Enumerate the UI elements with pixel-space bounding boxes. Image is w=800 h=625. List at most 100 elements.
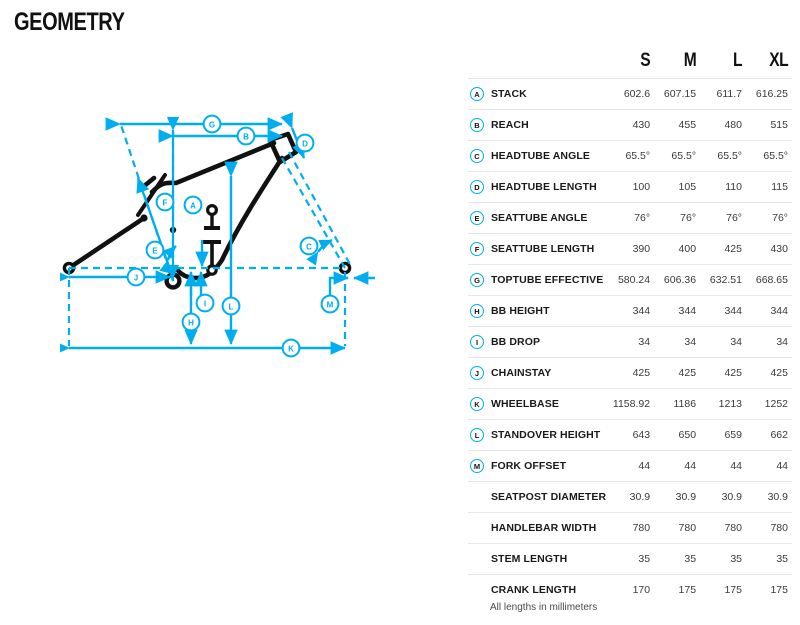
row-value-m: 780 (678, 522, 697, 534)
row-value-s: 602.6 (623, 88, 651, 100)
table-footnote: All lengths in millimeters (490, 602, 598, 613)
suspension-glyphs (203, 203, 221, 276)
seat-pivot (140, 214, 148, 222)
svg-text:A: A (190, 202, 196, 211)
row-label: STEM LENGTH (490, 553, 568, 565)
callout-E: E (145, 240, 165, 260)
callout-J: J (126, 267, 146, 287)
row-label: HANDLEBAR WIDTH (490, 522, 597, 534)
row-badge-cell: B (468, 110, 489, 141)
row-value-l: 65.5° (717, 150, 742, 162)
row-value-s: 425 (632, 367, 651, 379)
row-badge-cell (468, 482, 489, 513)
row-value-l: 175 (724, 584, 742, 596)
column-header-xl: XL (768, 50, 789, 71)
row-label: SEATTUBE ANGLE (490, 212, 588, 224)
row-value-s: 643 (632, 429, 651, 441)
callout-badge-b: B (470, 118, 484, 132)
row-value-xl: 44 (776, 460, 788, 472)
svg-text:G: G (209, 121, 215, 130)
row-value-l: 425 (724, 367, 742, 379)
row-label: TOPTUBE EFFECTIVE (490, 274, 604, 286)
header-badge-spacer (468, 44, 489, 79)
row-value-m: 105 (678, 181, 697, 193)
row-value-l: 44 (730, 460, 742, 472)
row-value-xl: 430 (770, 243, 788, 255)
row-value-l: 110 (725, 181, 742, 193)
row-badge-cell: K (468, 389, 489, 420)
row-value-l: 34 (730, 336, 742, 348)
callout-badge-c: C (470, 149, 484, 163)
row-badge-cell (468, 513, 489, 544)
row-value-m: 607.15 (663, 88, 697, 100)
callout-G: G (202, 114, 222, 134)
row-badge-cell: A (468, 79, 489, 110)
svg-text:L: L (229, 303, 234, 312)
row-value-s: 35 (638, 553, 651, 565)
row-value-xl: 662 (770, 429, 788, 441)
row-value-l: 35 (730, 553, 742, 565)
row-value-s: 780 (632, 522, 651, 534)
row-badge-cell: D (468, 172, 489, 203)
row-label: BB DROP (490, 336, 541, 348)
row-value-s: 34 (638, 336, 651, 348)
row-value-m: 650 (678, 429, 697, 441)
row-value-l: 611.7 (716, 88, 743, 100)
row-value-l: 30.9 (721, 491, 742, 503)
row-value-l: 659 (724, 429, 742, 441)
column-header-s: S (640, 50, 651, 71)
row-value-s: 580.24 (617, 274, 651, 286)
row-value-m: 34 (684, 336, 697, 348)
row-value-l: 632.51 (709, 274, 742, 286)
row-value-xl: 425 (770, 367, 788, 379)
diagram-callouts: G B D F A C E J (126, 114, 340, 358)
callout-M: M (320, 294, 340, 314)
row-label: REACH (490, 119, 529, 131)
svg-text:F: F (163, 199, 168, 208)
callout-I: I (195, 293, 215, 313)
row-value-xl: 30.9 (767, 491, 788, 503)
row-value-m: 606.36 (663, 274, 697, 286)
frame-outline (66, 131, 299, 281)
row-label: HEADTUBE ANGLE (490, 150, 590, 162)
row-value-s: 430 (632, 119, 651, 131)
row-value-xl: 115 (771, 181, 788, 193)
header-label-spacer (489, 44, 606, 79)
row-label: CRANK LENGTH (490, 584, 577, 596)
callout-badge-k: K (470, 397, 484, 411)
row-badge-cell: I (468, 327, 489, 358)
svg-text:M: M (327, 301, 334, 310)
callout-B: B (236, 126, 256, 146)
column-header-l: L (732, 50, 743, 71)
callout-A: A (183, 195, 203, 215)
row-value-s: 30.9 (629, 491, 651, 503)
svg-text:B: B (243, 133, 249, 142)
row-badge-cell (468, 544, 489, 575)
row-label: HEADTUBE LENGTH (490, 181, 597, 193)
svg-text:H: H (188, 319, 194, 328)
callout-badge-f: F (470, 242, 484, 256)
row-value-m: 344 (678, 305, 697, 317)
row-value-m: 65.5° (671, 150, 697, 162)
row-label: FORK OFFSET (490, 460, 567, 472)
row-label: SEATTUBE LENGTH (490, 243, 595, 255)
row-value-s: 1158.92 (612, 398, 651, 410)
row-value-s: 100 (632, 181, 651, 193)
row-label: STACK (490, 88, 527, 100)
row-badge-cell: J (468, 358, 489, 389)
callout-badge-j: J (470, 366, 484, 380)
callout-H: H (181, 312, 201, 332)
row-value-xl: 616.25 (755, 88, 788, 100)
row-value-l: 425 (724, 243, 742, 255)
